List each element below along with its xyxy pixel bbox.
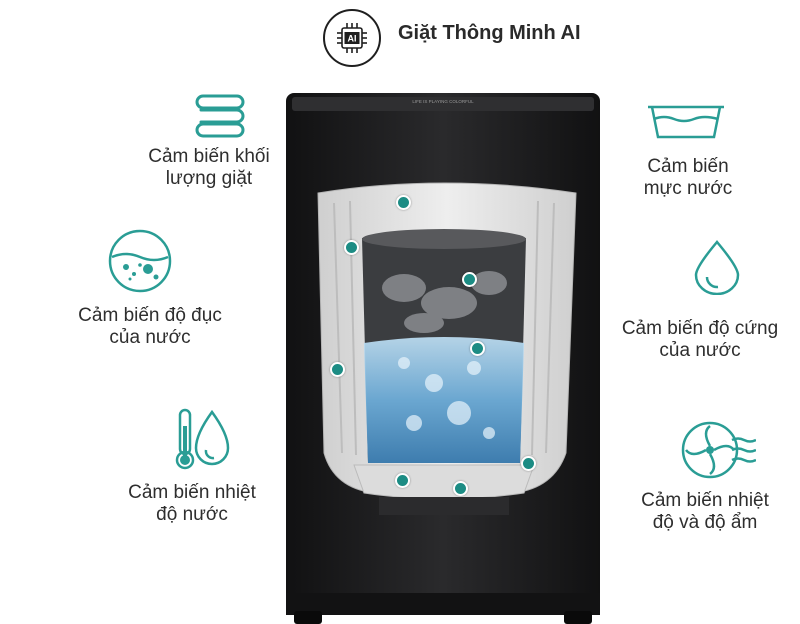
water-temp-sensor-label: Cảm biến nhiệt độ nước [118,482,266,526]
sensor-dot [462,272,477,287]
temp-humidity-sensor-line2: độ và độ ẩm [652,512,758,533]
load-sensor-line2: lượng giặt [165,168,253,189]
folded-laundry-icon [195,94,245,138]
sensor-dot [470,341,485,356]
water-basin-icon [648,105,724,139]
turbidity-sensor-label: Cảm biến độ đục của nước [66,305,234,349]
page-title: Giặt Thông Minh AI [398,22,581,44]
washing-machine-cutaway: LIFE IS PLAYING COLORFUL [286,93,600,624]
temp-humidity-sensor-label: Cảm biến nhiệt độ và độ ẩm [626,490,784,534]
ai-chip-label: AI [348,34,357,44]
brand-strip-text: LIFE IS PLAYING COLORFUL [412,99,474,104]
water-level-sensor-line1: Cảm biến [647,156,729,177]
load-sensor-label: Cảm biến khối lượng giặt [138,146,280,190]
sensor-dot [396,195,411,210]
water-level-sensor-line2: mực nước [643,178,733,199]
turbidity-sensor-line1: Cảm biến độ đục [78,305,222,326]
hardness-sensor-line1: Cảm biến độ cứng [621,318,779,339]
hardness-sensor-line2: của nước [659,340,741,361]
load-sensor-line1: Cảm biến khối [148,146,270,167]
turbidity-icon [108,229,172,293]
turbidity-sensor-line2: của nước [109,327,191,348]
sensor-dot [330,362,345,377]
hardness-sensor-label: Cảm biến độ cứng của nước [612,318,788,362]
sensor-dot [395,473,410,488]
water-temp-sensor-line2: độ nước [156,504,228,525]
temp-humidity-sensor-line1: Cảm biến nhiệt [641,490,769,511]
water-level-sensor-label: Cảm biến mực nước [618,156,758,200]
sensor-dot [521,456,536,471]
sensor-dot [344,240,359,255]
water-drop-icon [694,240,740,295]
ai-chip-badge: AI [323,9,381,67]
ai-chip-icon: AI [337,23,367,53]
sensor-dot [453,481,468,496]
thermometer-drop-icon [175,408,230,470]
water-temp-sensor-line1: Cảm biến nhiệt [128,482,256,503]
fan-humidity-icon [681,421,756,479]
